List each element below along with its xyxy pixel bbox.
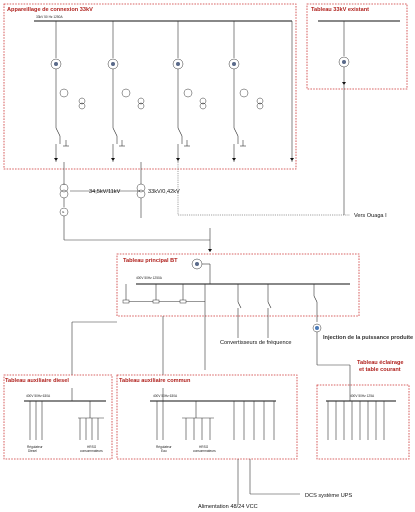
main-lv-bus-label: 400V 50Hz 1250A xyxy=(136,276,163,280)
transformer-34kv-icon xyxy=(59,183,69,193)
feeder-33kv-1 xyxy=(50,21,86,162)
lighting-panel: Tableau éclairage et table courant 400V … xyxy=(316,360,410,460)
earthing-switch-icon xyxy=(55,127,61,137)
existing-33kv-border xyxy=(306,3,408,90)
current-transformer-icon xyxy=(121,88,131,98)
injection-group: Injection de la puissance produite xyxy=(312,323,413,365)
current-transformer-icon xyxy=(239,88,249,98)
lighting-title-2: et table courant xyxy=(359,367,401,373)
earthing-switch-icon xyxy=(233,127,239,137)
hrsg-sub-label: consommateurs xyxy=(80,449,103,453)
regulateur-eau-sub-label: Eau xyxy=(161,449,167,453)
earthing-switch-icon xyxy=(112,127,118,137)
existing-33kv-panel: Tableau 33kV existant xyxy=(306,3,408,90)
breaker-icon xyxy=(152,299,160,304)
vers-ouaga-label: Vers Ouaga I xyxy=(354,213,387,219)
aux-diesel-title: Tableau auxiliaire diesel xyxy=(5,378,69,384)
breaker-icon xyxy=(122,299,130,304)
main-lv-border xyxy=(116,253,360,317)
aux-common-border xyxy=(116,374,298,460)
regulateur-sub-label: Diesel xyxy=(28,449,37,453)
feeder-33kv-2 xyxy=(107,21,145,162)
convertisseurs-label: Convertisseurs de fréquence xyxy=(220,340,292,346)
hrsg-common-label: HRSG xyxy=(199,445,209,449)
regulateur-label: Régulateur xyxy=(27,445,44,449)
dc-outputs: DCS système UPS Alimentation 48/24 VCC xyxy=(198,459,353,510)
current-transformer-icon xyxy=(183,88,193,98)
transformer-33kv-icon xyxy=(136,183,146,193)
aux-common-panel: Tableau auxiliaire commun 400V 50Hz 630A… xyxy=(116,374,298,460)
switchgear-33kv-bus-label: 33kV 50 Hz 1250A xyxy=(36,15,63,19)
aux-common-title: Tableau auxiliaire commun xyxy=(119,378,191,384)
dcs-label: DCS système UPS xyxy=(305,493,353,499)
lighting-bus-label: 400V 50Hz 125A xyxy=(350,394,375,398)
alimentation-label: Alimentation 48/24 VCC xyxy=(198,504,258,510)
transformer-1-label: 34,5kV/11kV xyxy=(89,189,121,195)
lighting-border xyxy=(316,384,410,460)
feeder-33kv-4 xyxy=(228,21,264,162)
injection-label: Injection de la puissance produite xyxy=(323,335,413,341)
aux-common-bus-label: 400V 50Hz 630A xyxy=(153,394,178,398)
existing-33kv-title: Tableau 33kV existant xyxy=(311,7,369,13)
breaker-icon xyxy=(237,301,242,309)
aux-diesel-border xyxy=(3,374,113,460)
earthing-switch-icon xyxy=(177,127,183,137)
lighting-title-1: Tableau éclairage xyxy=(357,360,404,366)
aux-diesel-bus-label: 400V 50Hz 630A xyxy=(26,394,51,398)
switchgear-33kv-panel: Appareillage de connexion 33kV 33kV 50 H… xyxy=(3,3,297,170)
regulateur-eau-label: Régulateur xyxy=(156,445,173,449)
hrsg-label: HRSG xyxy=(87,445,97,449)
aux-diesel-panel: Tableau auxiliaire diesel 400V 50Hz 630A… xyxy=(3,374,113,460)
vers-ouaga-link: Vers Ouaga I xyxy=(177,86,387,219)
transformer-group: G 34,5kV/11kV 33kV/0,42kV xyxy=(59,162,212,252)
main-lv-title: Tableau principal BT xyxy=(123,258,178,264)
hrsg-common-sub-label: consommateurs xyxy=(193,449,216,453)
svg-text:G: G xyxy=(62,210,65,214)
feeder-33kv-3 xyxy=(172,21,207,162)
breaker-icon xyxy=(313,295,318,303)
breaker-icon xyxy=(267,301,272,309)
main-lv-panel: Tableau principal BT 400V 50Hz 1250A xyxy=(116,253,360,350)
switchgear-33kv-border xyxy=(3,3,297,170)
current-transformer-icon xyxy=(59,88,69,98)
transformer-2-label: 33kV/0,42kV xyxy=(148,189,180,195)
breaker-icon xyxy=(179,299,187,304)
switchgear-33kv-title: Appareillage de connexion 33kV xyxy=(7,7,93,13)
